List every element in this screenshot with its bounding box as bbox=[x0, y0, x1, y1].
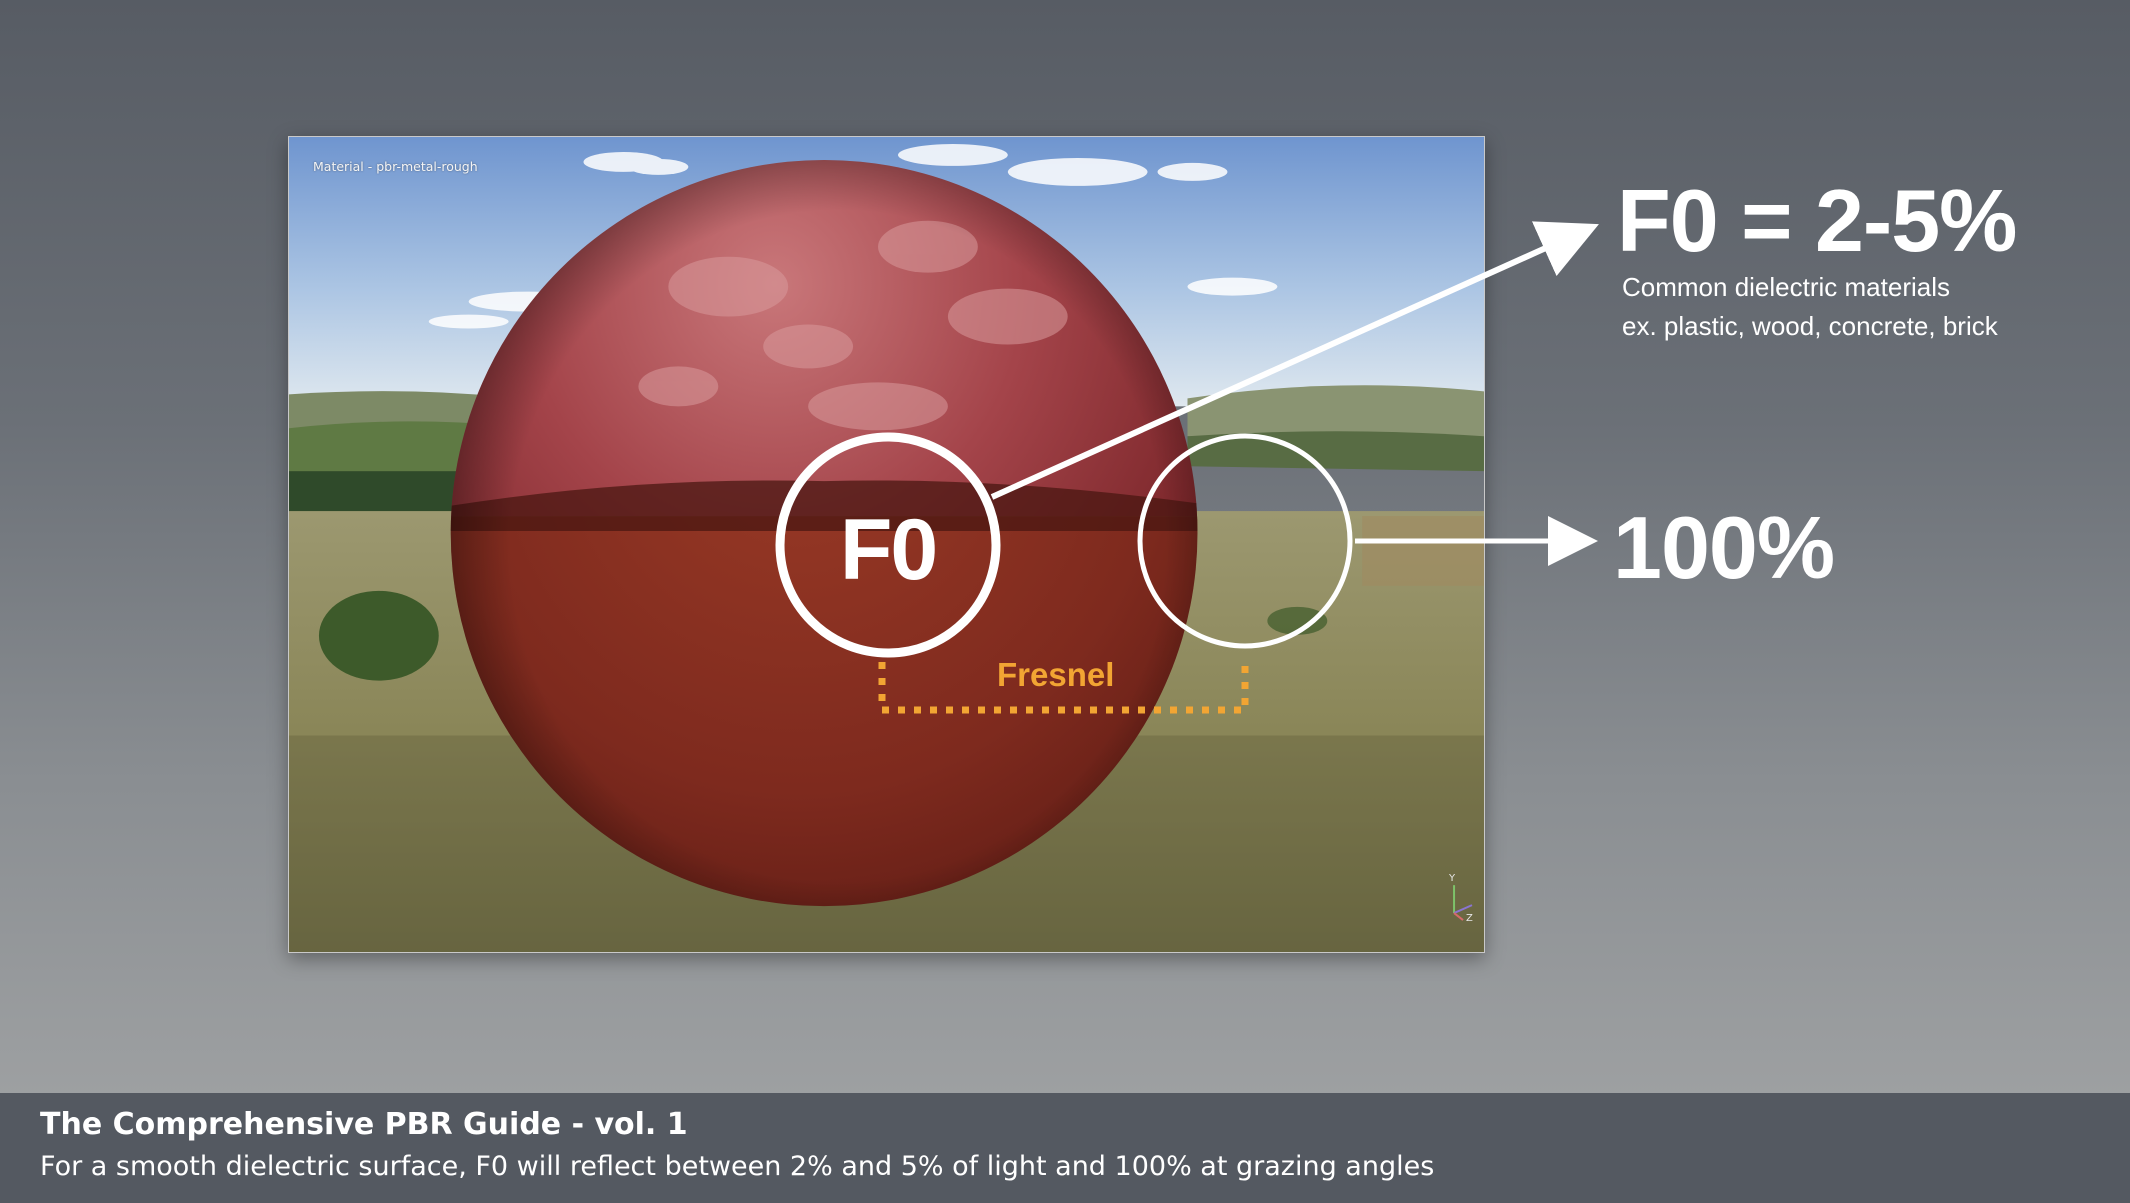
axis-gizmo bbox=[1453, 885, 1473, 921]
fresnel-label: Fresnel bbox=[997, 656, 1115, 693]
caption-title: The Comprehensive PBR Guide - vol. 1 bbox=[40, 1107, 688, 1142]
f0-description-line2: ex. plastic, wood, concrete, brick bbox=[1622, 311, 1998, 341]
grazing-value-heading: 100% bbox=[1613, 498, 1835, 597]
f0-value-heading: F0 = 2-5% bbox=[1617, 171, 2017, 270]
material-label: Material - pbr-metal-rough bbox=[313, 159, 478, 174]
axis-y-label: Y bbox=[1448, 873, 1456, 884]
f0-description-line1: Common dielectric materials bbox=[1622, 272, 1950, 302]
f0-circle-label: F0 bbox=[839, 502, 938, 598]
caption-bar: The Comprehensive PBR Guide - vol. 1 For… bbox=[0, 1093, 2130, 1203]
axis-z-label: Z bbox=[1466, 913, 1473, 924]
caption-text: For a smooth dielectric surface, F0 will… bbox=[40, 1151, 1435, 1182]
